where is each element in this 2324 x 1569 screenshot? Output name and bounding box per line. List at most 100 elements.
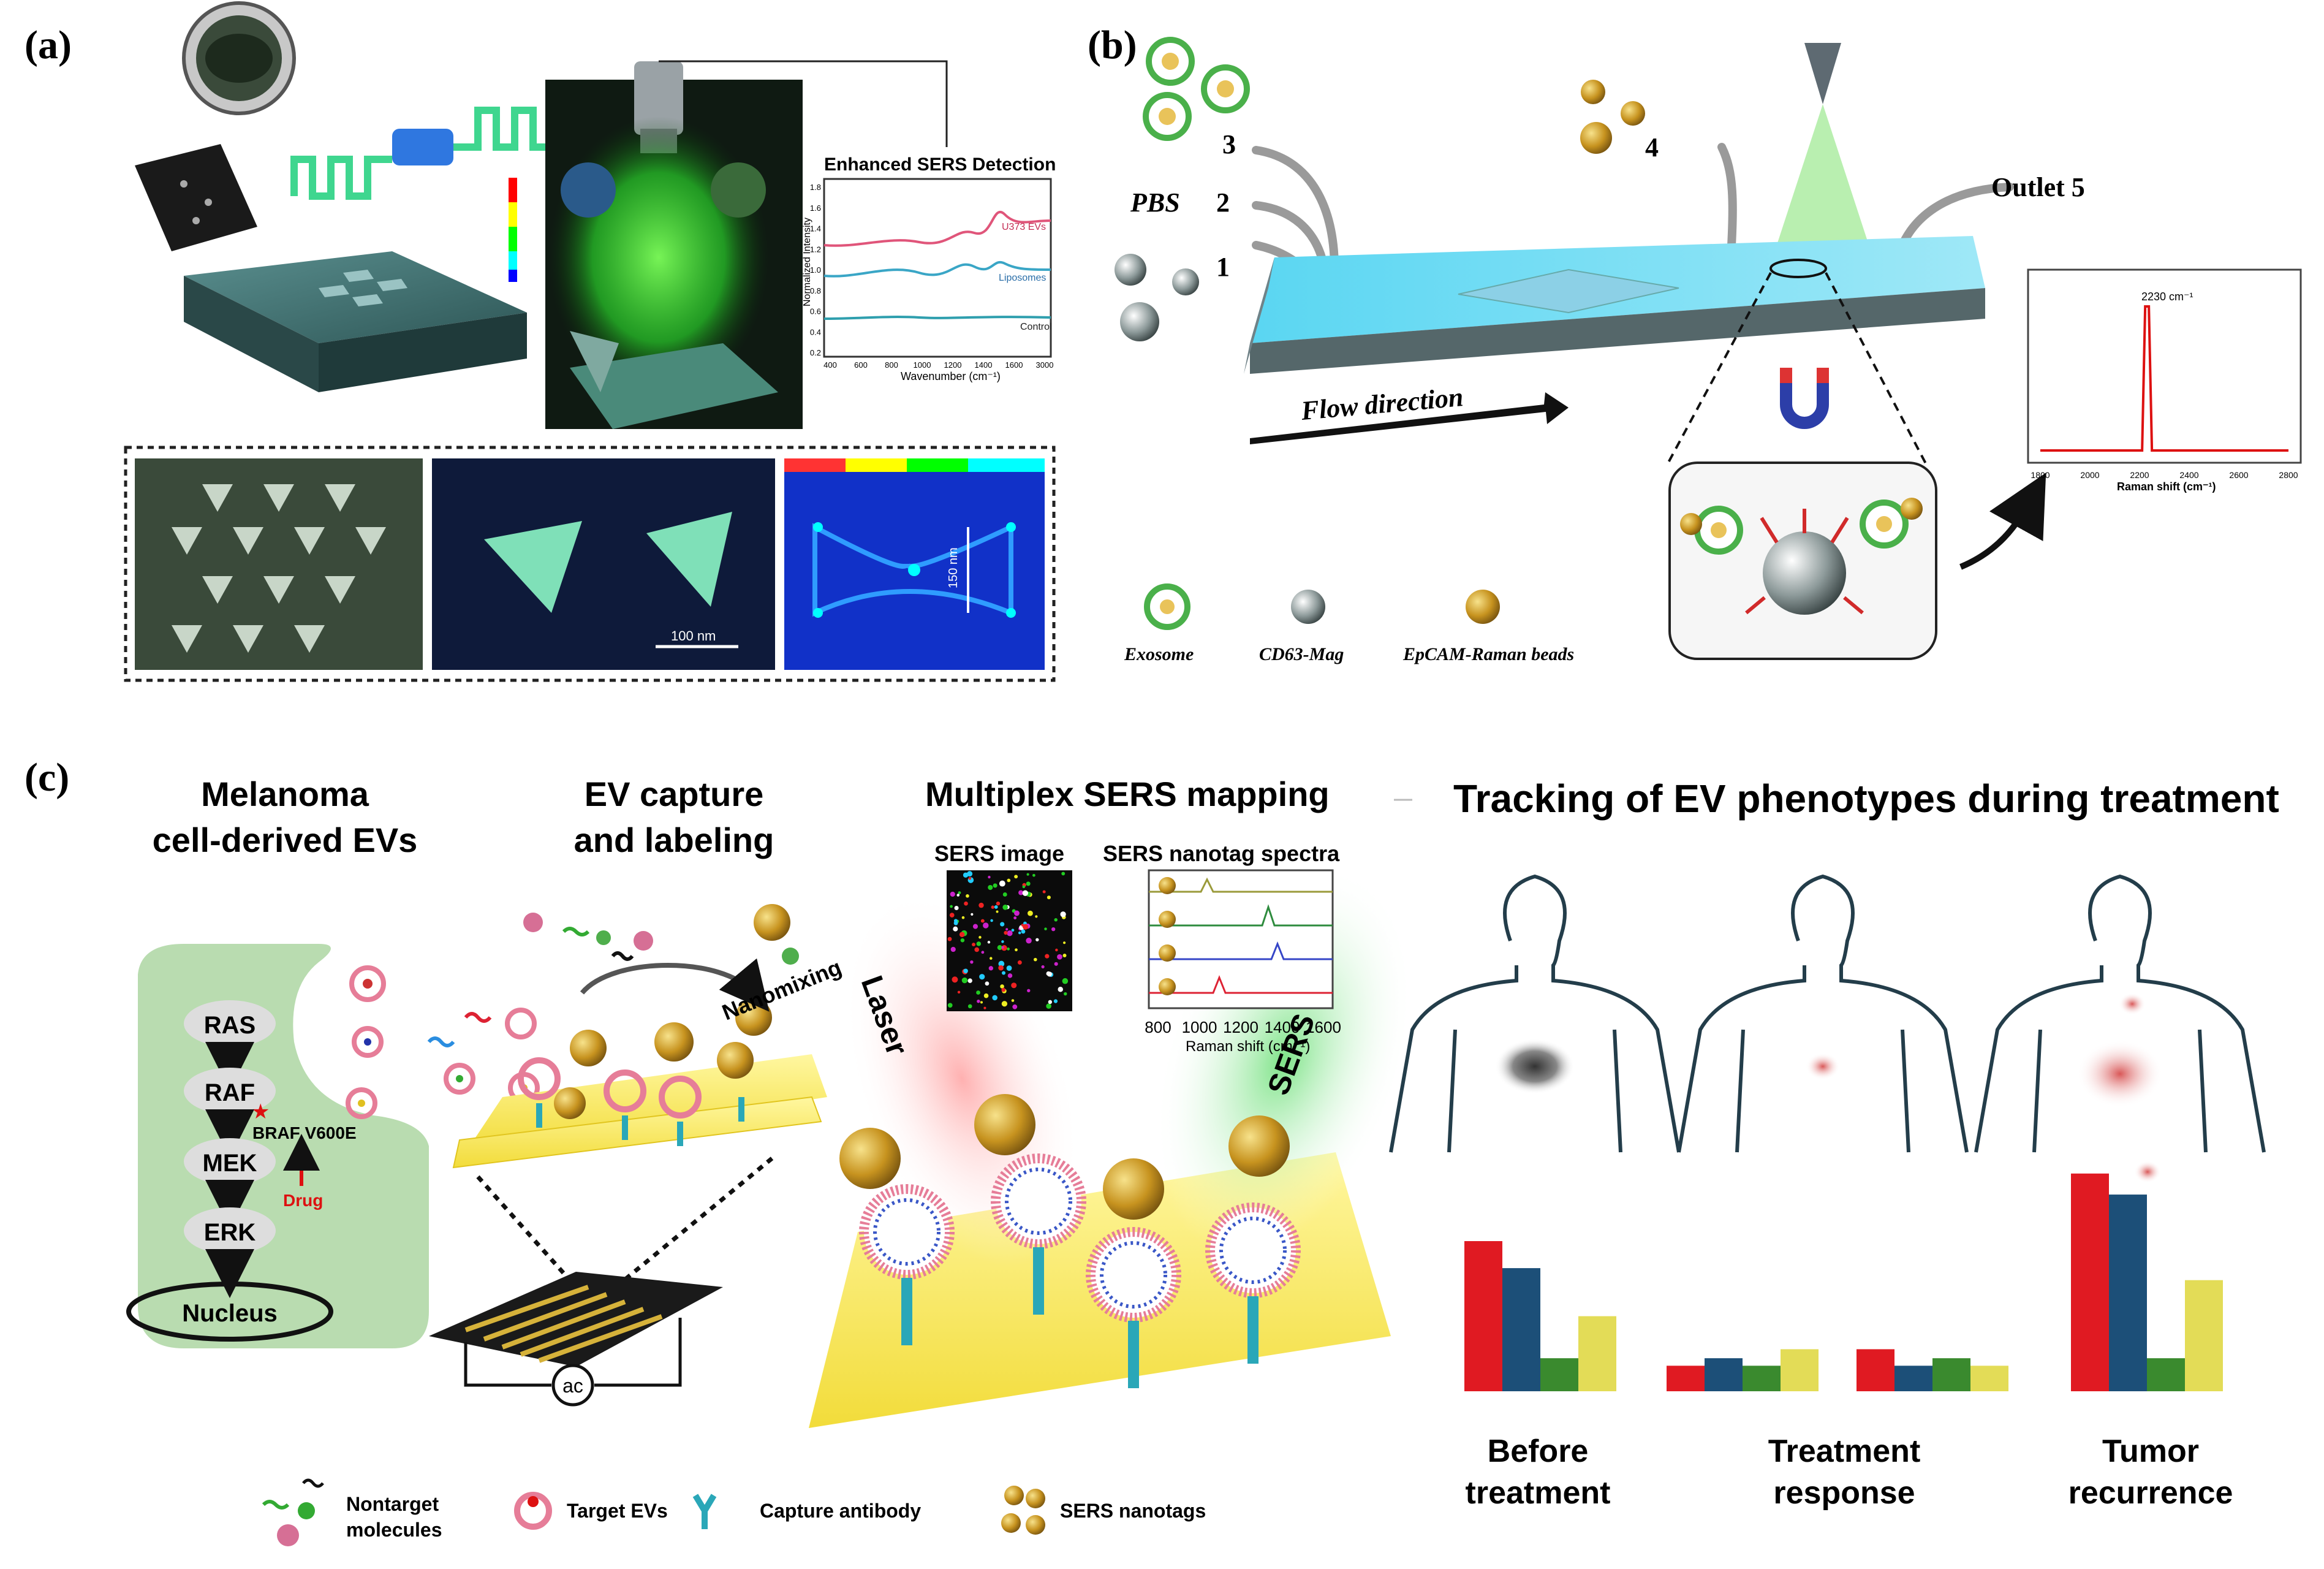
sers-speckle	[1002, 971, 1006, 975]
spectra-label: SERS nanotag spectra	[1103, 841, 1340, 866]
sers-speckle	[1001, 1001, 1008, 1007]
bar-2-3	[1970, 1366, 2008, 1391]
sers-speckle	[1015, 948, 1018, 952]
enhanced-ytick: 1.0	[810, 265, 821, 275]
nanotag-icon	[1001, 1486, 1045, 1535]
sers-speckle	[1001, 940, 1004, 943]
sers-speckle	[983, 1006, 986, 1009]
sers-speckle	[1022, 890, 1029, 896]
sers-speckle	[961, 977, 968, 984]
enhanced-ytick: 0.6	[810, 307, 821, 316]
tumor-recurrence-small-1	[2119, 993, 2146, 1015]
ras-label: RAS	[204, 1012, 255, 1039]
panel-c: (c) Melanoma cell-derived EVs EV capture…	[25, 755, 2279, 1546]
sers-speckle	[1047, 895, 1051, 900]
u373-label: U373 EVs	[1002, 222, 1046, 232]
sers-speckle	[991, 905, 994, 909]
enhanced-xtick: 800	[885, 360, 898, 370]
sers-speckle	[1041, 965, 1045, 969]
ac-source-icon	[551, 1364, 594, 1407]
bar-1-2	[1743, 1366, 1781, 1391]
sers-speckle	[1054, 918, 1058, 922]
sers-speckle	[1054, 962, 1058, 966]
human-figure-response	[1677, 874, 1969, 1153]
control-spectrum	[823, 316, 1051, 320]
sers-speckle	[988, 966, 994, 971]
stage-response-2: response	[1773, 1475, 1915, 1511]
flow-arrow: Flow direction	[1250, 382, 1569, 444]
enhanced-sers-chart: Enhanced SERS Detection U373 EVs Liposom…	[802, 154, 1056, 382]
laser-head	[1771, 43, 1875, 264]
bar-2-2	[1932, 1358, 1970, 1391]
tumor-recurrence-small-2	[2134, 1161, 2161, 1183]
sers-speckle	[1017, 960, 1022, 965]
enhanced-sers-title: Enhanced SERS Detection	[824, 154, 1056, 175]
nucleus-node	[126, 1282, 333, 1342]
heading-melanoma-1: Melanoma	[201, 775, 369, 813]
legend-exosome: Exosome	[1124, 644, 1194, 664]
nanomixing-label: Nanomixing	[719, 954, 845, 1025]
drug-label: Drug	[283, 1191, 323, 1210]
bar-3-0	[2071, 1173, 2109, 1391]
result-arrow	[1959, 473, 2046, 570]
sers-speckle	[963, 968, 968, 974]
sers-speckle	[976, 990, 980, 995]
liposome-label: Liposomes	[999, 273, 1046, 283]
ac-label: ac	[562, 1375, 583, 1397]
sers-speckle	[953, 926, 958, 932]
raf-label: RAF	[205, 1079, 255, 1106]
sers-speckle	[961, 916, 965, 919]
sers-speckle	[1011, 982, 1017, 989]
ev-phenotype-bar-charts	[1464, 1173, 2223, 1391]
signaling-pathway: RAS RAF ★ BRAF V600E MEK Drug ERK Nucleu…	[126, 1000, 357, 1342]
pbs-label: PBS	[1130, 188, 1180, 218]
sers-speckle	[985, 981, 990, 986]
sers-speckle	[1046, 1003, 1051, 1009]
sers-speckle	[998, 960, 1005, 967]
microscope-scene	[545, 61, 803, 429]
u373-spectrum	[823, 211, 1051, 247]
sers-speckle	[1055, 948, 1058, 952]
legend-sers-nanotags: SERS nanotags	[1060, 1500, 1206, 1522]
sers-speckle	[971, 913, 974, 916]
sers-speckle	[1027, 989, 1031, 992]
sers-speckle	[950, 946, 956, 952]
sers-speckle	[1001, 946, 1004, 949]
panel-b-legend: Exosome CD63-Mag EpCAM-Raman beads	[1124, 583, 1574, 664]
spectra-xtick: 1400	[1265, 1018, 1300, 1036]
raman-bead-cluster	[1580, 80, 1645, 154]
coin-illustration	[182, 1, 296, 115]
sers-speckle	[987, 941, 991, 944]
sers-speckle	[994, 905, 998, 909]
spectra-xtick: 1000	[1182, 1018, 1217, 1036]
bar-0-3	[1578, 1316, 1616, 1391]
human-outline	[1389, 874, 1681, 1153]
sers-ev-row	[839, 1094, 1301, 1323]
sers-speckle	[959, 932, 965, 938]
nontarget-icon	[262, 1478, 324, 1546]
raman-xtick: 2600	[2229, 470, 2248, 480]
sers-speckle	[966, 894, 969, 898]
sers-speckle	[990, 957, 993, 960]
sers-speckle	[950, 905, 953, 908]
inlet-3-label: 3	[1222, 129, 1236, 159]
sers-speckle	[974, 947, 980, 952]
stage-before-1: Before	[1488, 1434, 1589, 1469]
bar-1-1	[1705, 1358, 1743, 1391]
mutation-star-icon: ★	[251, 1100, 270, 1123]
sers-speckle	[1026, 873, 1029, 876]
sers-speckle	[1026, 938, 1032, 944]
sers-speckle	[1013, 916, 1017, 920]
sers-speckle	[1035, 938, 1039, 941]
sers-speckle	[980, 1001, 983, 1004]
erk-node	[184, 1207, 276, 1254]
enhanced-ytick: 0.4	[810, 327, 821, 336]
heading-capture-2: and labeling	[574, 821, 774, 859]
sers-speckle	[1021, 929, 1026, 934]
sers-speckle	[988, 875, 991, 879]
sers-speckle	[1053, 999, 1058, 1003]
mek-label: MEK	[203, 1150, 257, 1177]
